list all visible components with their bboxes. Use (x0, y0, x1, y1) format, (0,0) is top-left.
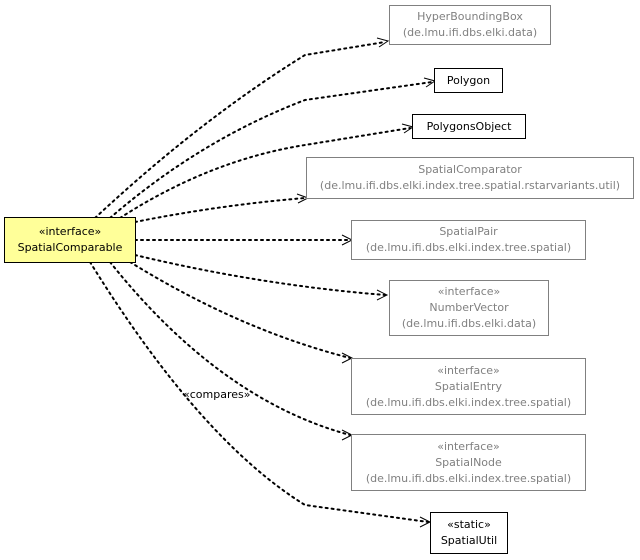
class-name: NumberVector (429, 301, 509, 314)
class-node-spatialcomparator[interactable]: SpatialComparator (de.lmu.ifi.dbs.elki.i… (306, 157, 634, 199)
class-node-spatialcomparable[interactable]: «interface» SpatialComparable (4, 217, 136, 263)
arrowhead-hyperboundingbox (376, 37, 390, 48)
class-node-spatialutil[interactable]: «static» SpatialUtil (430, 512, 508, 554)
class-name: SpatialUtil (440, 534, 498, 547)
edge-spatialnode (109, 261, 351, 436)
class-node-polygon[interactable]: Polygon (434, 68, 503, 93)
class-package: (de.lmu.ifi.dbs.elki.index.tree.spatial.… (319, 179, 621, 192)
class-node-spatialnode[interactable]: «interface» SpatialNode (de.lmu.ifi.dbs.… (351, 434, 586, 491)
edge-polygonsobject (119, 127, 411, 219)
class-node-hyperboundingbox[interactable]: HyperBoundingBox (de.lmu.ifi.dbs.elki.da… (389, 5, 551, 45)
class-name: HyperBoundingBox (417, 10, 523, 23)
class-package: (de.lmu.ifi.dbs.elki.index.tree.spatial) (365, 241, 572, 254)
arrowhead-numbervector (376, 289, 389, 301)
class-node-spatialpair[interactable]: SpatialPair (de.lmu.ifi.dbs.elki.index.t… (351, 220, 586, 260)
edge-spatialcomparator (134, 197, 306, 223)
class-stereotype: «interface» (437, 363, 500, 377)
edge-spatialentry (129, 261, 351, 359)
class-stereotype: «static» (447, 518, 491, 531)
class-stereotype: «interface» (437, 285, 501, 298)
edge-numbervector (134, 254, 386, 296)
class-package: (de.lmu.ifi.dbs.elki.data) (401, 317, 537, 330)
class-node-spatialentry[interactable]: «interface» SpatialEntry (de.lmu.ifi.dbs… (351, 358, 586, 415)
class-package: (de.lmu.ifi.dbs.elki.data) (402, 26, 538, 39)
class-name: SpatialComparator (418, 163, 522, 176)
edge-spatialutil (89, 261, 429, 523)
class-package: (de.lmu.ifi.dbs.elki.index.tree.spatial) (365, 471, 572, 485)
edge-hyperboundingbox (94, 41, 386, 219)
focus-stereotype: «interface» (38, 225, 102, 238)
edge-label-compares: «compares» (183, 388, 251, 401)
focus-name: SpatialComparable (17, 241, 123, 254)
class-name: Polygon (446, 73, 491, 87)
class-stereotype: «interface» (437, 439, 500, 453)
class-package: (de.lmu.ifi.dbs.elki.index.tree.spatial) (365, 395, 572, 409)
class-name: SpatialPair (439, 225, 498, 238)
class-name: SpatialEntry (434, 379, 503, 393)
class-name: PolygonsObject (426, 119, 512, 133)
class-name: SpatialNode (435, 455, 502, 469)
edge-polygon (109, 81, 433, 219)
class-node-numbervector[interactable]: «interface» NumberVector (de.lmu.ifi.dbs… (389, 280, 549, 336)
class-node-polygonsobject[interactable]: PolygonsObject (412, 114, 526, 139)
